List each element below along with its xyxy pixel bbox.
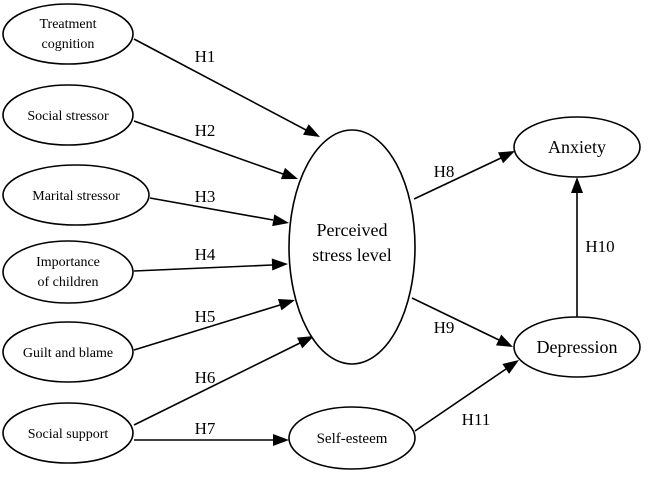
node-social-support: Social support: [2, 402, 134, 464]
node-depression: Depression: [513, 316, 641, 378]
edge-importance-to-perceived: [133, 258, 288, 272]
node-label-line: cognition: [42, 37, 95, 52]
label-h8: H8: [434, 162, 455, 181]
edge-social-support-to-self-esteem: [134, 434, 289, 446]
label-h7: H7: [195, 419, 216, 438]
node-label-line: stress level: [312, 245, 391, 265]
edge-social-stressor-to-perceived: [133, 120, 298, 180]
label-h4: H4: [195, 245, 216, 264]
node-label-line: Anxiety: [548, 137, 606, 157]
node-label-line: Guilt and blame: [23, 346, 113, 361]
node-importance-of-children: Importance of children: [2, 240, 134, 304]
node-self-esteem: Self-esteem: [288, 406, 416, 470]
node-label-line: Treatment: [39, 17, 96, 32]
node-social-stressor: Social stressor: [2, 84, 134, 146]
label-h2: H2: [195, 121, 216, 140]
node-perceived-stress-level: Perceived stress level: [288, 129, 416, 365]
edge-treatment-to-perceived: [133, 38, 320, 137]
label-h5: H5: [195, 307, 216, 326]
node-label-line: Importance: [36, 255, 100, 270]
node-label-line: Social stressor: [27, 109, 109, 124]
label-h9: H9: [434, 318, 455, 337]
node-marital-stressor: Marital stressor: [2, 164, 150, 226]
node-label-line: Social support: [28, 427, 109, 442]
node-label-line: Depression: [537, 337, 618, 357]
node-anxiety: Anxiety: [513, 116, 641, 178]
edge-depression-to-anxiety: [571, 177, 583, 317]
edge-perceived-to-anxiety: [413, 151, 515, 200]
label-h1: H1: [195, 47, 216, 66]
label-h10: H10: [585, 237, 614, 256]
node-label-line: Perceived: [317, 220, 388, 240]
label-h6: H6: [195, 368, 216, 387]
edge-guilt-to-perceived: [133, 298, 295, 351]
node-label-line: of children: [37, 275, 98, 290]
node-label-line: Self-esteem: [317, 431, 388, 447]
edge-perceived-to-depression: [411, 297, 513, 347]
node-treatment-cognition: Treatment cognition: [2, 3, 134, 65]
label-h3: H3: [195, 187, 216, 206]
edge-self-esteem-to-depression: [414, 360, 519, 432]
label-h11: H11: [462, 410, 491, 429]
edge-marital-stressor-to-perceived: [149, 197, 289, 227]
edge-social-support-to-perceived: [133, 336, 314, 426]
node-guilt-and-blame: Guilt and blame: [2, 321, 134, 383]
node-label-line: Marital stressor: [32, 189, 120, 204]
